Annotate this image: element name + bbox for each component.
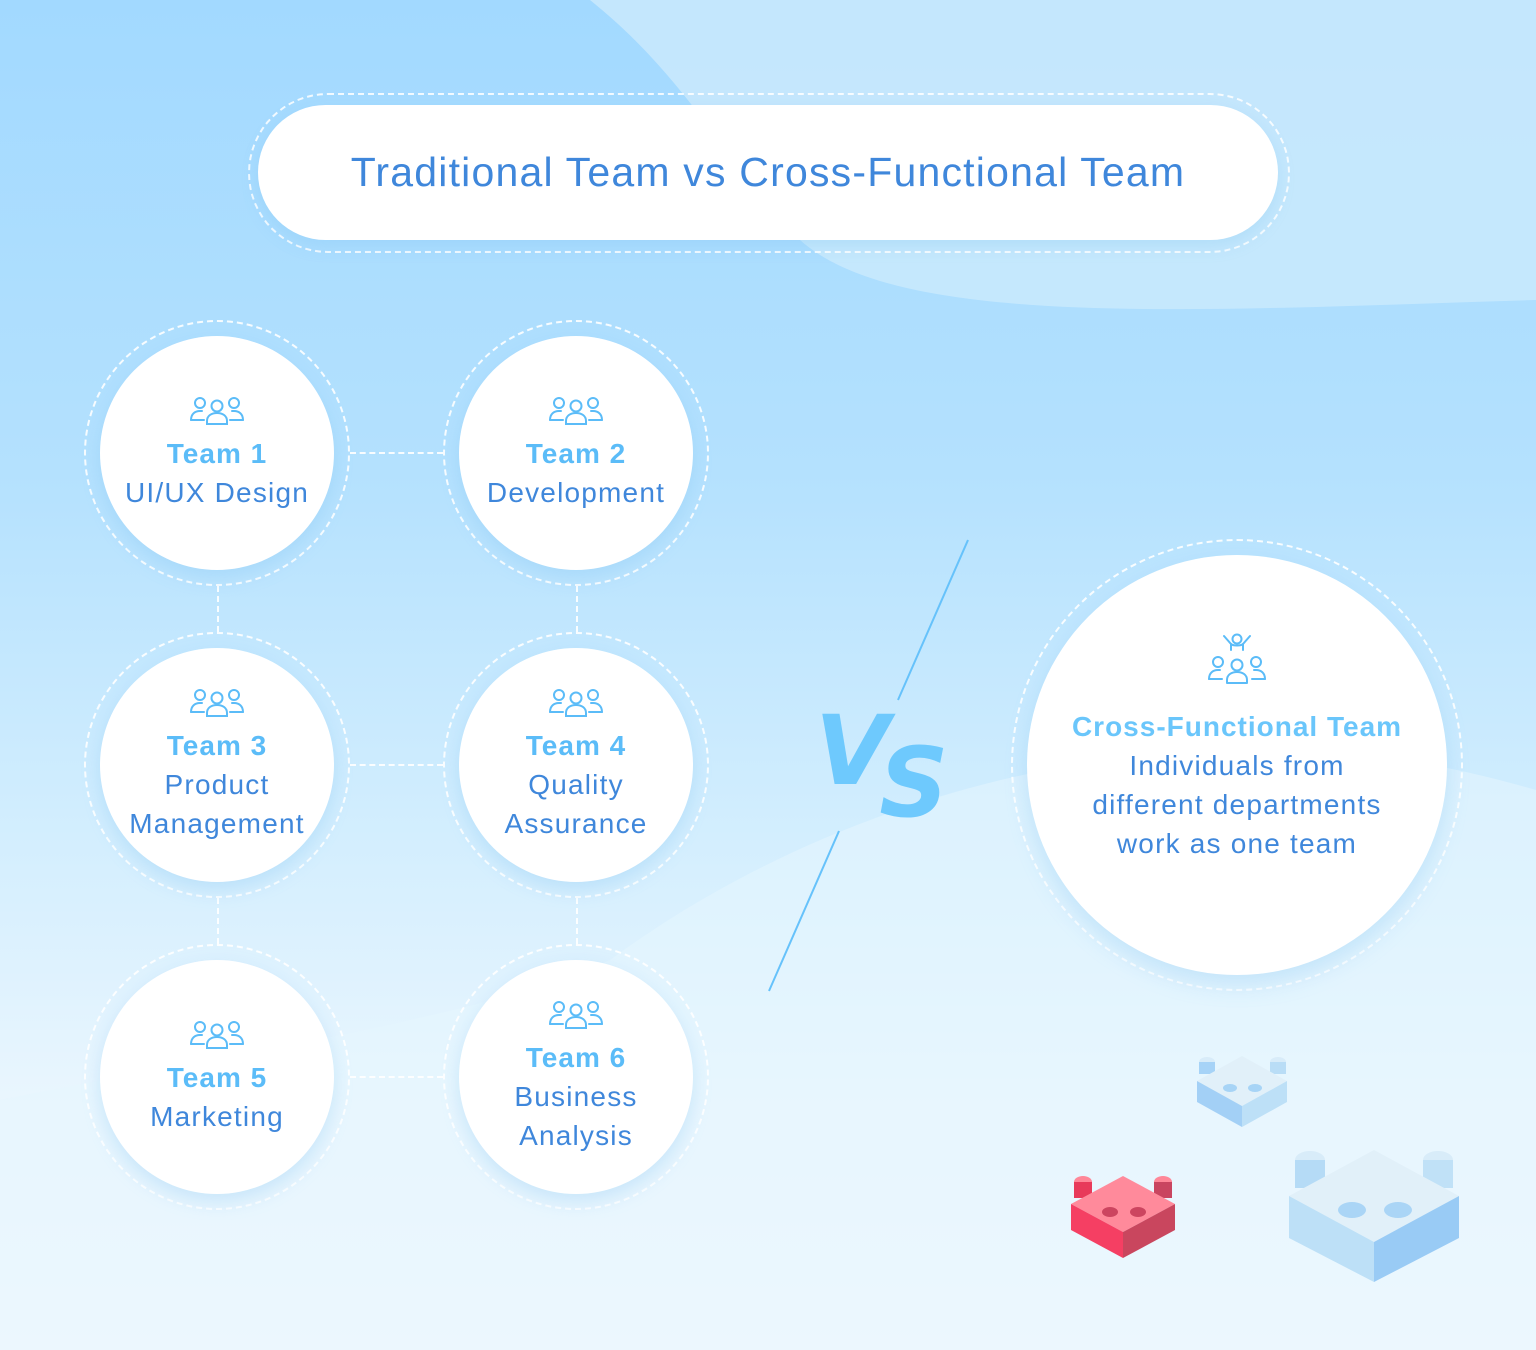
team-node-1: Team 1 UI/UX Design [84,320,350,586]
dashed-ring [84,632,350,898]
group-icon [549,396,603,425]
team-description: Development [486,476,666,508]
connector-team4-team6 [576,898,578,944]
cross-functional-label: Cross-Functional Team [1071,711,1403,742]
team-description: Quality [528,769,624,800]
connector-team3-team5 [217,898,219,944]
team-label: Team 3 [166,730,268,761]
team-node-6: Team 6 Business Analysis [443,944,709,1210]
red-puzzle-piece [1071,1176,1175,1258]
team-description: Assurance [504,808,648,839]
team-card: Team 6 Business Analysis [459,960,693,1194]
title-dashed-outline [248,93,1290,253]
team-card: Team 1 UI/UX Design [100,336,334,570]
connector-team2-team4 [576,586,578,632]
large-blue-puzzle-piece [1289,1150,1459,1282]
team-node-2: Team 2 Development [443,320,709,586]
dashed-ring [443,320,709,586]
connector-team1-team2 [350,452,443,454]
group-icon [190,396,244,425]
vs-letter-v: V [815,695,889,807]
connector-team3-team4 [350,764,443,766]
team-label: Team 4 [525,730,627,761]
team-card: Team 5 Marketing [100,960,334,1194]
cross-functional-description: work as one team [1116,828,1358,859]
team-label: Team 2 [525,437,627,469]
team-node-3: Team 3 Product Management [84,632,350,898]
dashed-ring [84,944,350,1210]
team-label: Team 5 [166,1061,268,1093]
group-icon [549,1001,603,1029]
title-banner: Traditional Team vs Cross-Functional Tea… [258,105,1278,240]
dashed-ring [443,632,709,898]
group-icon [190,689,244,717]
team-description: Product [164,769,270,800]
connector-team5-team6 [350,1076,443,1078]
cross-functional-description: Individuals from [1129,750,1345,781]
team-node-5: Team 5 Marketing [84,944,350,1210]
group-icon [190,1020,244,1049]
team-card: Team 4 Quality Assurance [459,648,693,882]
team-card: Team 2 Development [459,336,693,570]
team-description: Business [514,1081,638,1112]
team-node-4: Team 4 Quality Assurance [443,632,709,898]
team-label: Team 1 [166,437,268,469]
team-description: UI/UX Design [124,476,309,508]
dashed-ring [443,944,709,1210]
group-icon [549,689,603,717]
dashed-ring [1011,539,1463,991]
team-card: Team 3 Product Management [100,648,334,882]
vs-label: VS [815,695,948,839]
cross-functional-description: different departments [1092,789,1382,820]
cross-functional-node: Cross-Functional Team Individuals from d… [1011,539,1463,991]
team-description: Analysis [519,1120,633,1151]
team-description: Management [129,808,305,839]
cross-functional-card: Cross-Functional Team Individuals from d… [1027,555,1447,975]
vs-letter-s: S [879,727,948,839]
connector-team1-team3 [217,586,219,632]
page-title: Traditional Team vs Cross-Functional Tea… [350,149,1186,195]
team-label: Team 6 [525,1042,627,1073]
celebrating-team-icon [1208,633,1266,684]
dashed-ring [84,320,350,586]
small-blue-puzzle-piece [1197,1056,1287,1127]
team-description: Marketing [150,1100,284,1132]
